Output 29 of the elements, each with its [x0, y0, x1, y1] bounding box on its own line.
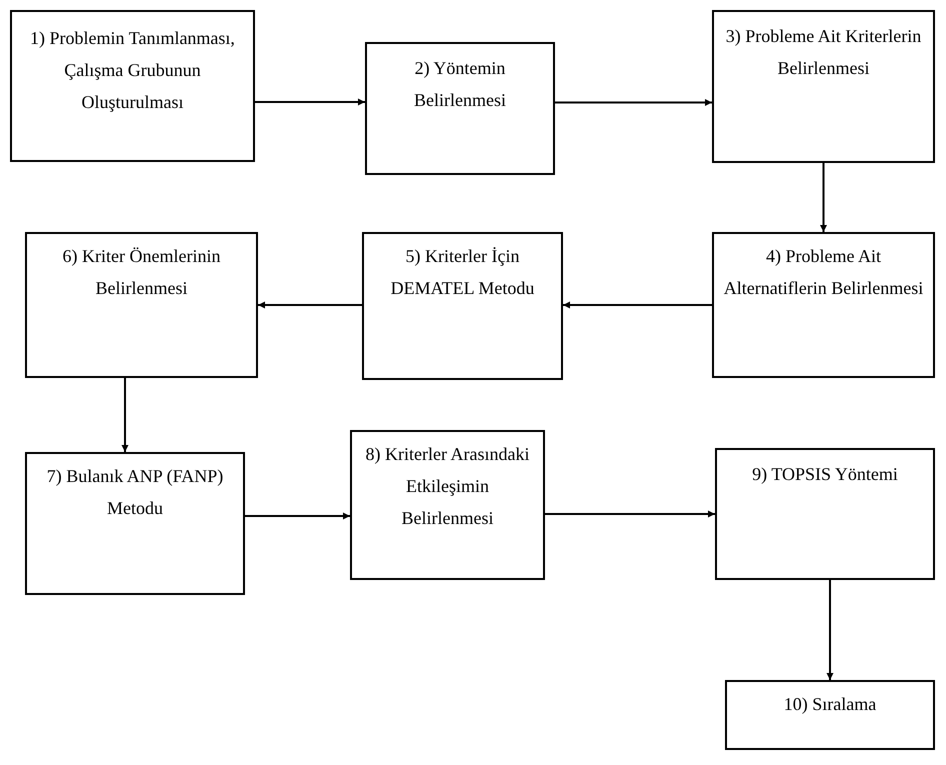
arrow	[545, 510, 715, 518]
step-label: 7) Bulanık ANP (FANP) Metodu	[46, 465, 224, 520]
step-label: 5) Kriterler İçin DEMATEL Metodu	[390, 245, 536, 300]
step-label: 8) Kriterler Arasındaki Etkileşimin Belirlenmesi	[364, 443, 530, 530]
process-box	[712, 10, 935, 163]
process-box	[25, 232, 258, 378]
step-label: 3) Probleme Ait Kriterlerin Belirlenmesi	[724, 25, 922, 80]
arrow	[820, 163, 827, 232]
step-label: 1) Problemin Tanımlanması, Çalışma Grubunun Oluşturulması	[29, 27, 236, 114]
process-box	[362, 232, 563, 380]
process-box	[25, 452, 245, 595]
arrow	[555, 99, 712, 106]
step-label: 4) Probleme Ait Alternatiflerin Belirlenmesi	[722, 245, 924, 300]
arrow	[255, 98, 365, 106]
process-box	[10, 10, 255, 162]
process-box	[365, 42, 555, 175]
arrow	[258, 302, 362, 308]
arrow	[122, 378, 128, 452]
arrow	[245, 512, 350, 520]
step-label: 10) Sıralama	[782, 693, 878, 716]
process-box	[712, 232, 935, 378]
step-label: 6) Kriter Önemlerinin Belirlenmesi	[62, 245, 222, 300]
step-label: 9) TOPSIS Yöntemi	[751, 463, 899, 486]
arrow	[563, 302, 712, 308]
arrow	[826, 580, 834, 680]
process-box	[350, 430, 545, 580]
step-label: 2) Yöntemin Belirlenmesi	[413, 57, 507, 112]
process-box	[725, 680, 935, 750]
process-box	[715, 448, 935, 580]
